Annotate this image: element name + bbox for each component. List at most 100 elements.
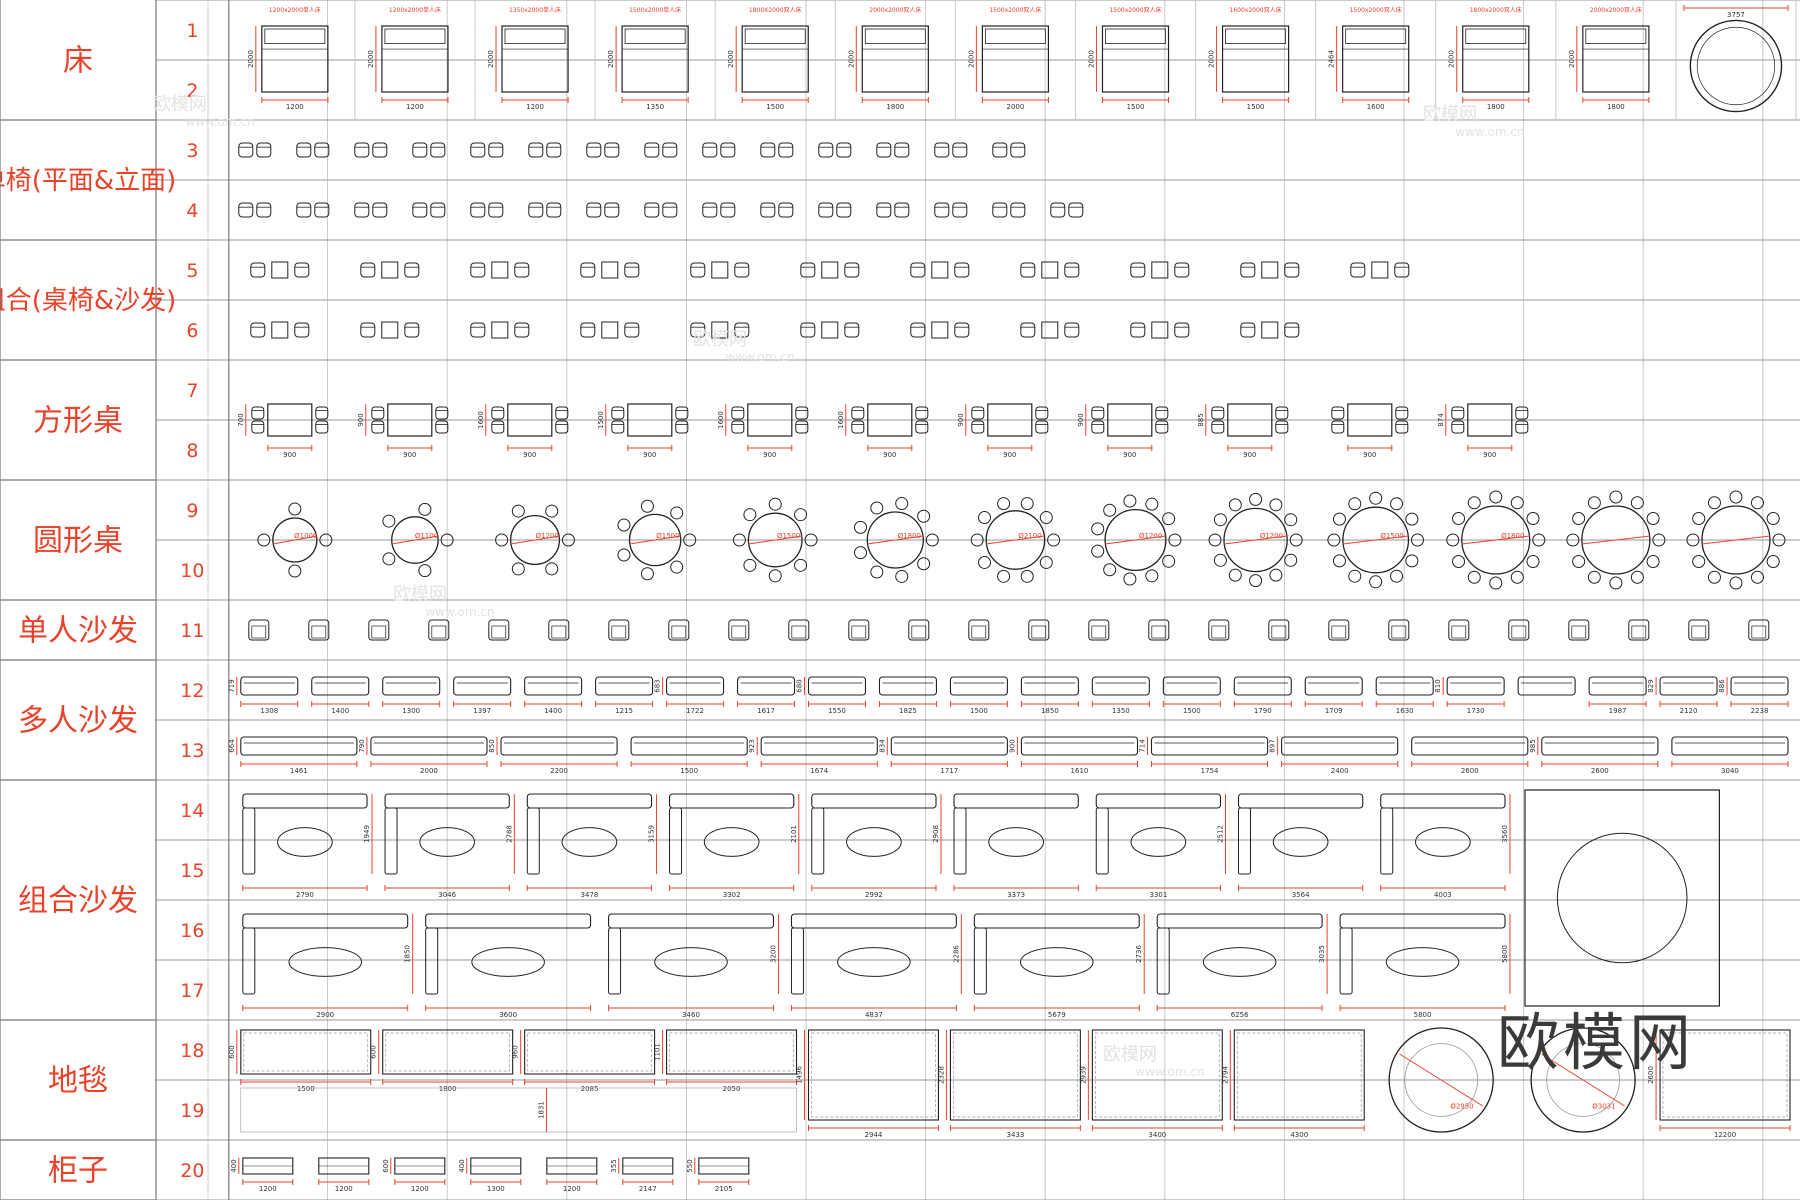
curved-sofa-set: [1556, 832, 1688, 964]
bed-title: 1800x2000双人床: [1470, 6, 1522, 14]
round-table-chair: [1609, 490, 1623, 504]
dimension-label: 1397: [473, 707, 491, 715]
round-table-chair: [288, 564, 302, 578]
armchair-symbol: [908, 619, 930, 641]
sofa-symbol: [453, 676, 512, 696]
dimension-label: 900: [957, 413, 965, 426]
dimension-label: 886: [1718, 679, 1726, 693]
chair-symbol: [760, 142, 776, 158]
chair-symbol: [1394, 262, 1410, 278]
chair-symbol: [1091, 406, 1105, 420]
chair-symbol: [251, 420, 265, 434]
chair-symbol: [720, 142, 736, 158]
armchair-seat: [731, 625, 747, 639]
side-table: [1261, 261, 1279, 279]
armchair-seat: [851, 625, 867, 639]
combo-sofa-main: [1095, 793, 1222, 809]
dimension-label: 1200: [259, 1185, 277, 1193]
diameter-line: [391, 535, 439, 545]
chair-symbol: [731, 406, 745, 420]
round-table-chair: [895, 497, 909, 511]
armchair-symbol: [1268, 619, 1290, 641]
rug-pattern: [1095, 1032, 1220, 1118]
chair-symbol: [1350, 262, 1366, 278]
chair-symbol: [1091, 420, 1105, 434]
bed-symbol: [1342, 25, 1410, 93]
chair-symbol: [256, 202, 272, 218]
round-table-chair: [1587, 496, 1601, 510]
chair-symbol: [1035, 406, 1049, 420]
chair-symbol: [604, 142, 620, 158]
dimension-label: 2600: [1591, 767, 1609, 775]
round-table-chair: [1766, 512, 1780, 525]
round-table-chair: [794, 558, 808, 572]
dimension-label: 4003: [1434, 891, 1452, 899]
round-table-chair: [495, 533, 509, 547]
side-table: [1041, 321, 1059, 339]
round-table-chair: [1729, 576, 1743, 590]
combo-sofa-main: [242, 793, 368, 809]
dimension-label: 3040: [1721, 767, 1739, 775]
sofa-symbol: [890, 736, 1008, 756]
dimension-label: 2512: [1216, 825, 1224, 843]
chair-symbol: [702, 202, 718, 218]
chair-symbol: [371, 420, 385, 434]
chair-symbol: [488, 142, 504, 158]
round-table-chair: [1750, 496, 1764, 510]
bed-title: 2000x2000双人床: [1590, 6, 1642, 14]
diameter-line: [986, 535, 1045, 545]
chair-symbol: [1284, 322, 1300, 338]
armchair-symbol: [1688, 619, 1710, 641]
chair-symbol: [371, 406, 385, 420]
chair-symbol: [662, 142, 678, 158]
combo-sofa-side: [425, 927, 439, 995]
small-watermark-url: www.om.cn: [1135, 1065, 1204, 1079]
chair-symbol: [470, 262, 486, 278]
rug-diameter-label: Ø3031: [1592, 1103, 1615, 1111]
dimension-label: 897: [1269, 739, 1277, 752]
dimension-label: 2944: [865, 1131, 883, 1139]
dimension-label: 2992: [865, 891, 883, 899]
dimension-label: 2101: [790, 825, 798, 843]
dimension-label: 3301: [1149, 891, 1167, 899]
coffee-table: [288, 947, 363, 977]
dimension-label: 5679: [1048, 1011, 1066, 1019]
rug-pattern: [1662, 1032, 1788, 1118]
row-number: 7: [186, 380, 198, 402]
dimension-label: 1200: [411, 1185, 429, 1193]
dimension-label: 960: [512, 1045, 520, 1058]
chair-symbol: [546, 142, 562, 158]
chair-symbol: [662, 202, 678, 218]
category-label: 柜子: [48, 1154, 108, 1189]
chair-symbol: [1035, 420, 1049, 434]
round-table-chair: [970, 533, 984, 547]
square-table: [867, 403, 913, 437]
diameter-line: [629, 535, 681, 545]
round-table-chair: [418, 502, 432, 516]
combo-sofa-side: [242, 927, 256, 995]
dimension-label: 2000: [367, 50, 375, 68]
dimension-label: 2085: [581, 1085, 599, 1093]
dimension-label: 3400: [1148, 1131, 1166, 1139]
side-table: [1041, 261, 1059, 279]
armchair-symbol: [428, 619, 450, 641]
small-watermark: 欧模网: [153, 94, 207, 115]
bed-symbol: [381, 25, 449, 93]
chair-symbol: [528, 142, 544, 158]
armchair-seat: [1691, 625, 1707, 639]
chair-symbol: [360, 322, 376, 338]
large-square-set: [1524, 789, 1720, 1007]
small-watermark: 欧模网: [1103, 1044, 1157, 1065]
round-table-chair: [1526, 512, 1540, 525]
rug-pattern: [527, 1032, 652, 1072]
chair-symbol: [256, 142, 272, 158]
round-table-chair: [1228, 498, 1242, 512]
coffee-table: [419, 827, 475, 857]
rug-symbol: [807, 1029, 939, 1121]
square-table: [507, 403, 553, 437]
bed-title: 2000x2000双人床: [869, 6, 921, 14]
combo-sofa-main: [1339, 913, 1506, 929]
dimension-label: 874: [1437, 413, 1445, 427]
round-table-chair: [804, 533, 818, 547]
side-table: [1261, 321, 1279, 339]
